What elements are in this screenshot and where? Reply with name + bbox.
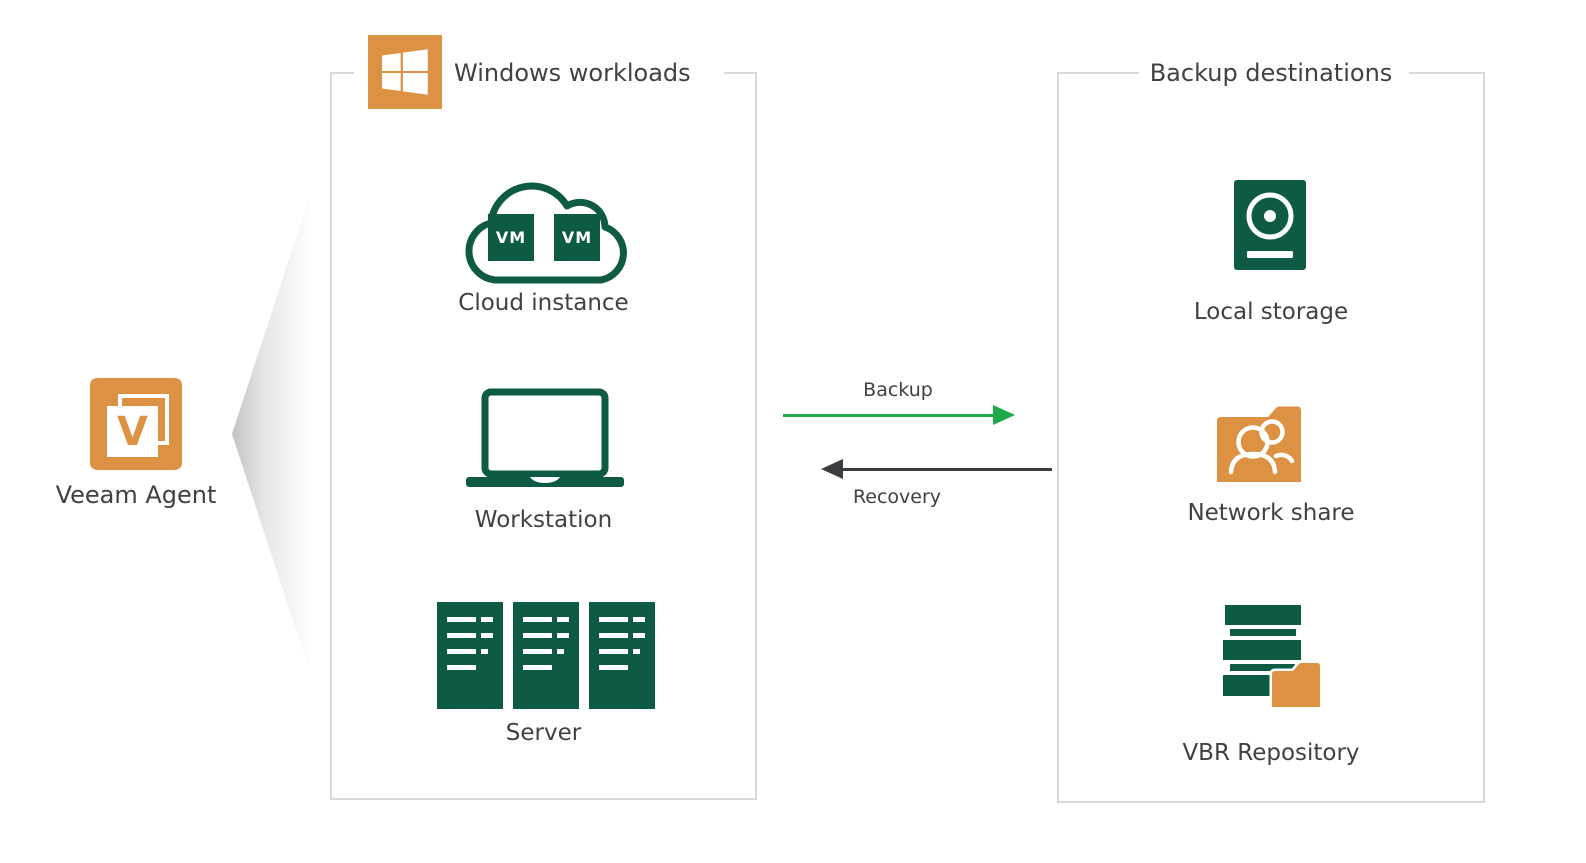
shared-folder-icon [1215, 404, 1303, 482]
network-share-label: Network share [1187, 500, 1355, 526]
windows-workloads-title: Windows workloads [454, 59, 691, 87]
veeam-agent-icon: V [90, 378, 182, 470]
border-gap-mask [354, 71, 724, 77]
border-gap-mask [1139, 71, 1409, 77]
flow-chevron [232, 195, 310, 673]
veeam-agent-label: Veeam Agent [55, 481, 217, 509]
vm-badge: VM [554, 214, 600, 261]
veeam-agent-letter: V [117, 408, 148, 455]
windows-logo-icon [368, 35, 442, 109]
recovery-arrow [843, 468, 1052, 471]
server-towers-icon [437, 602, 655, 709]
vbr-repository-label: VBR Repository [1182, 740, 1360, 766]
backup-destinations-title: Backup destinations [1149, 59, 1393, 87]
backup-flow-label: Backup [863, 379, 933, 401]
recovery-arrowhead-icon [821, 459, 843, 479]
windows-workloads-box: Windows workloads VM VM Cloud instance W… [330, 35, 757, 800]
laptop-icon [464, 388, 626, 491]
server-label: Server [505, 720, 582, 746]
backup-arrowhead-icon [993, 405, 1015, 425]
backup-destinations-box: Backup destinations Local storage [1057, 59, 1485, 803]
local-storage-label: Local storage [1193, 299, 1349, 325]
vm-badge: VM [488, 214, 534, 261]
workstation-label: Workstation [474, 507, 613, 533]
cloud-instance-icon: VM VM [452, 165, 632, 295]
backup-arrow [783, 414, 995, 417]
repository-folder-icon [1223, 602, 1323, 710]
veeam-agent-icon-front-square: V [107, 406, 158, 457]
recovery-flow-label: Recovery [852, 486, 942, 508]
hard-drive-icon [1234, 180, 1306, 270]
cloud-instance-label: Cloud instance [458, 290, 629, 316]
